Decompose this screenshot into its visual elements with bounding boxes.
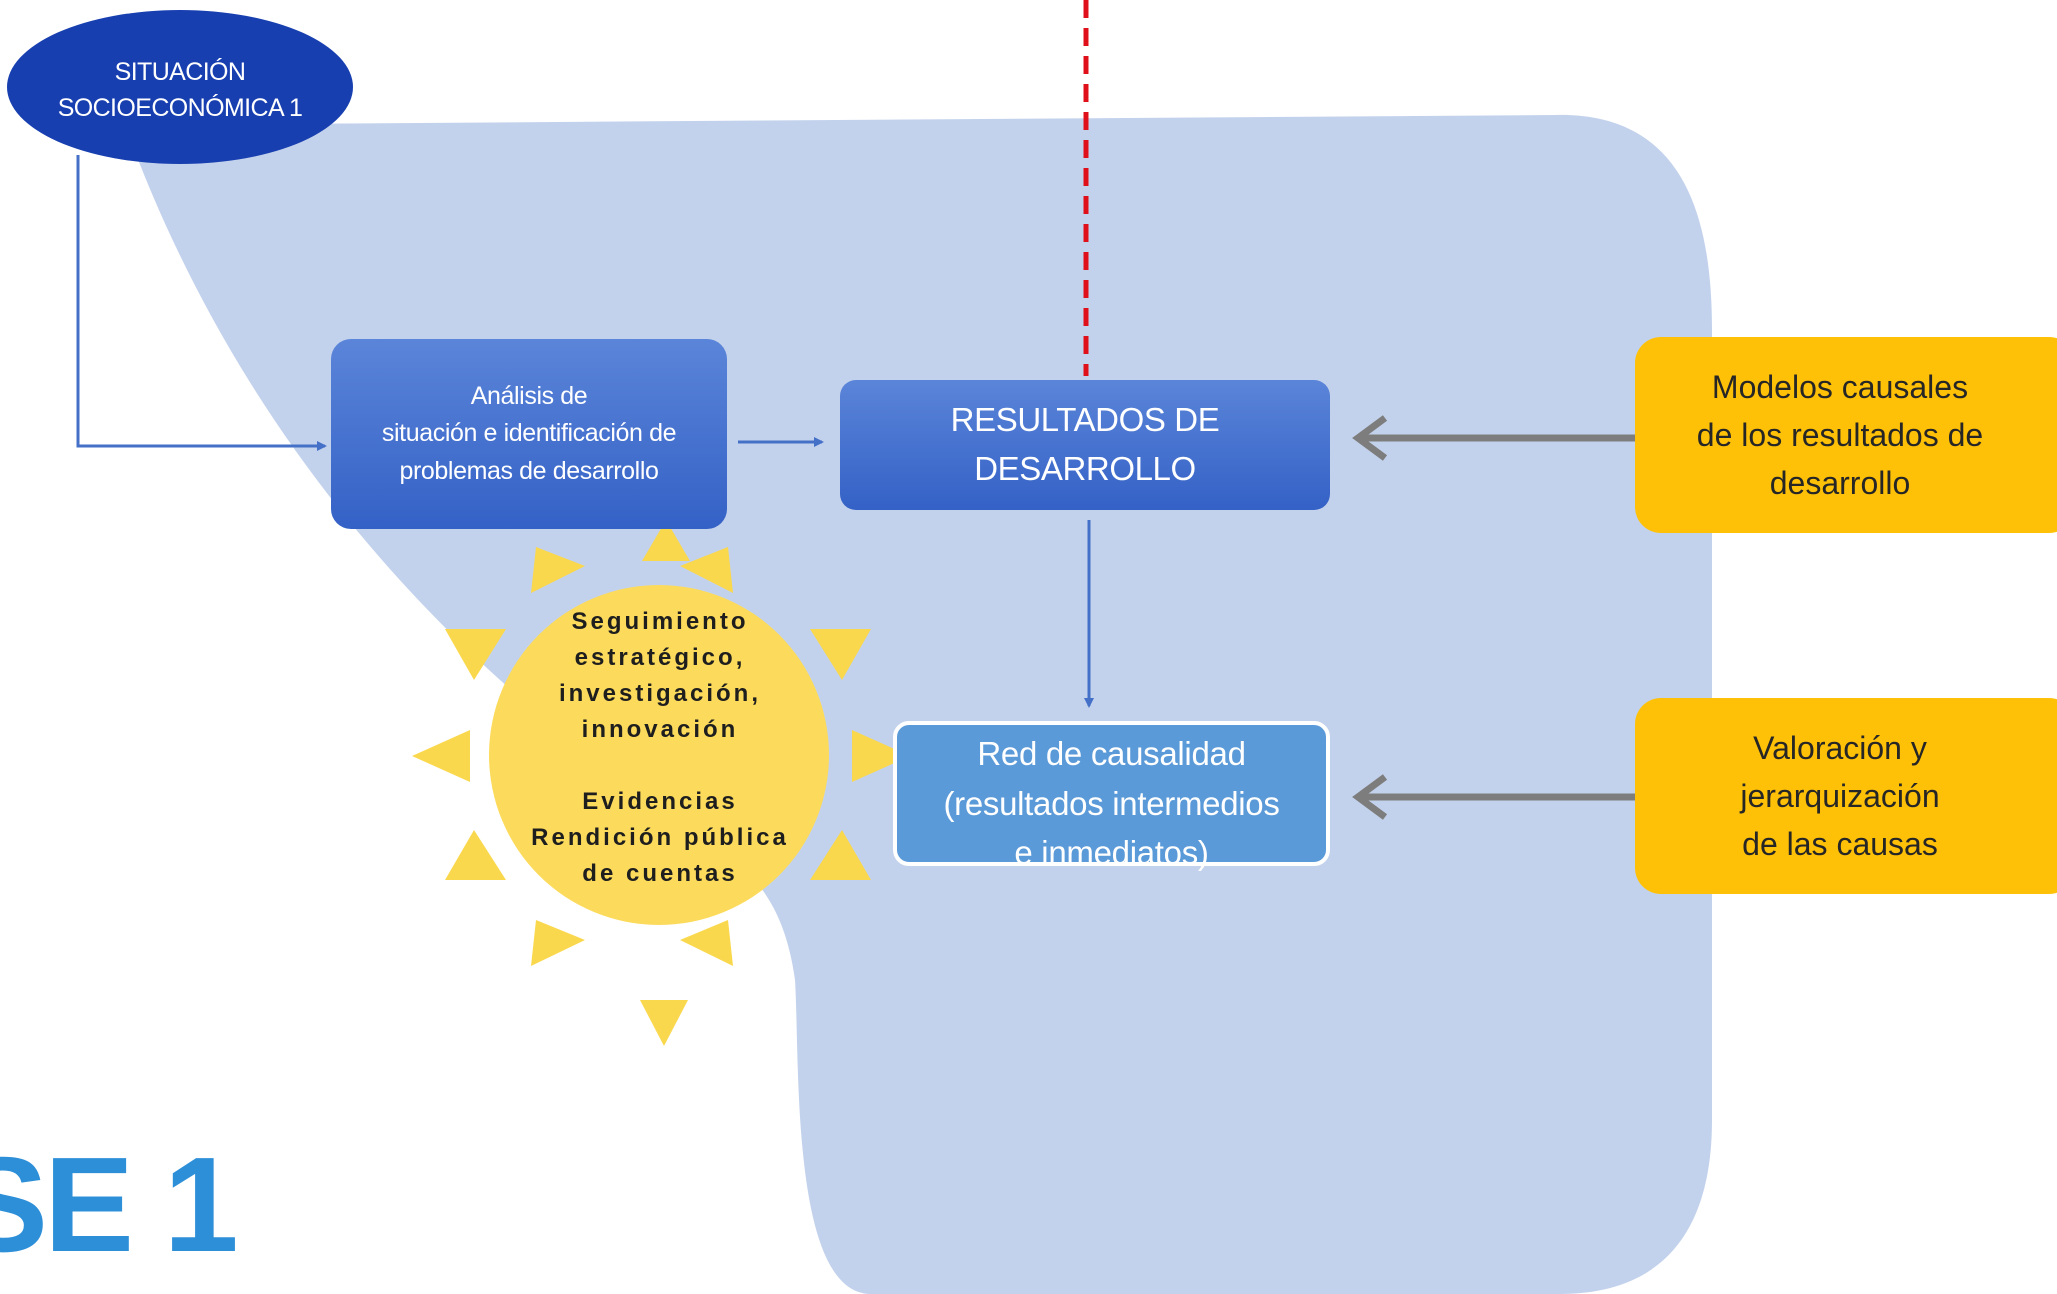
sun-text: Seguimiento estratégico, investigación, … (531, 608, 789, 887)
connector-ellipse-to-analysis (76, 155, 327, 451)
ellipse-label: SITUACIÓN SOCIOECONÓMICA 1 (57, 57, 303, 122)
phase-label: SE 1 (0, 1129, 239, 1280)
results-box: RESULTADOS DE DESARROLLO (840, 380, 1330, 510)
background-region (125, 114, 1712, 1294)
gray-arrow-valuation (1352, 774, 1636, 820)
sun-disc (489, 585, 829, 925)
models-box: Modelos causales de los resultados de de… (1635, 337, 2057, 533)
causality-box: Red de causalidad (resultados intermedio… (893, 721, 1330, 871)
socioeconomic-ellipse (7, 10, 353, 164)
sun-rays (412, 520, 910, 1046)
gray-arrow-models (1352, 415, 1636, 461)
valuation-box: Valoración y jerarquización de las causa… (1635, 698, 2057, 894)
analysis-box: Análisis de situación e identificación d… (331, 339, 727, 529)
